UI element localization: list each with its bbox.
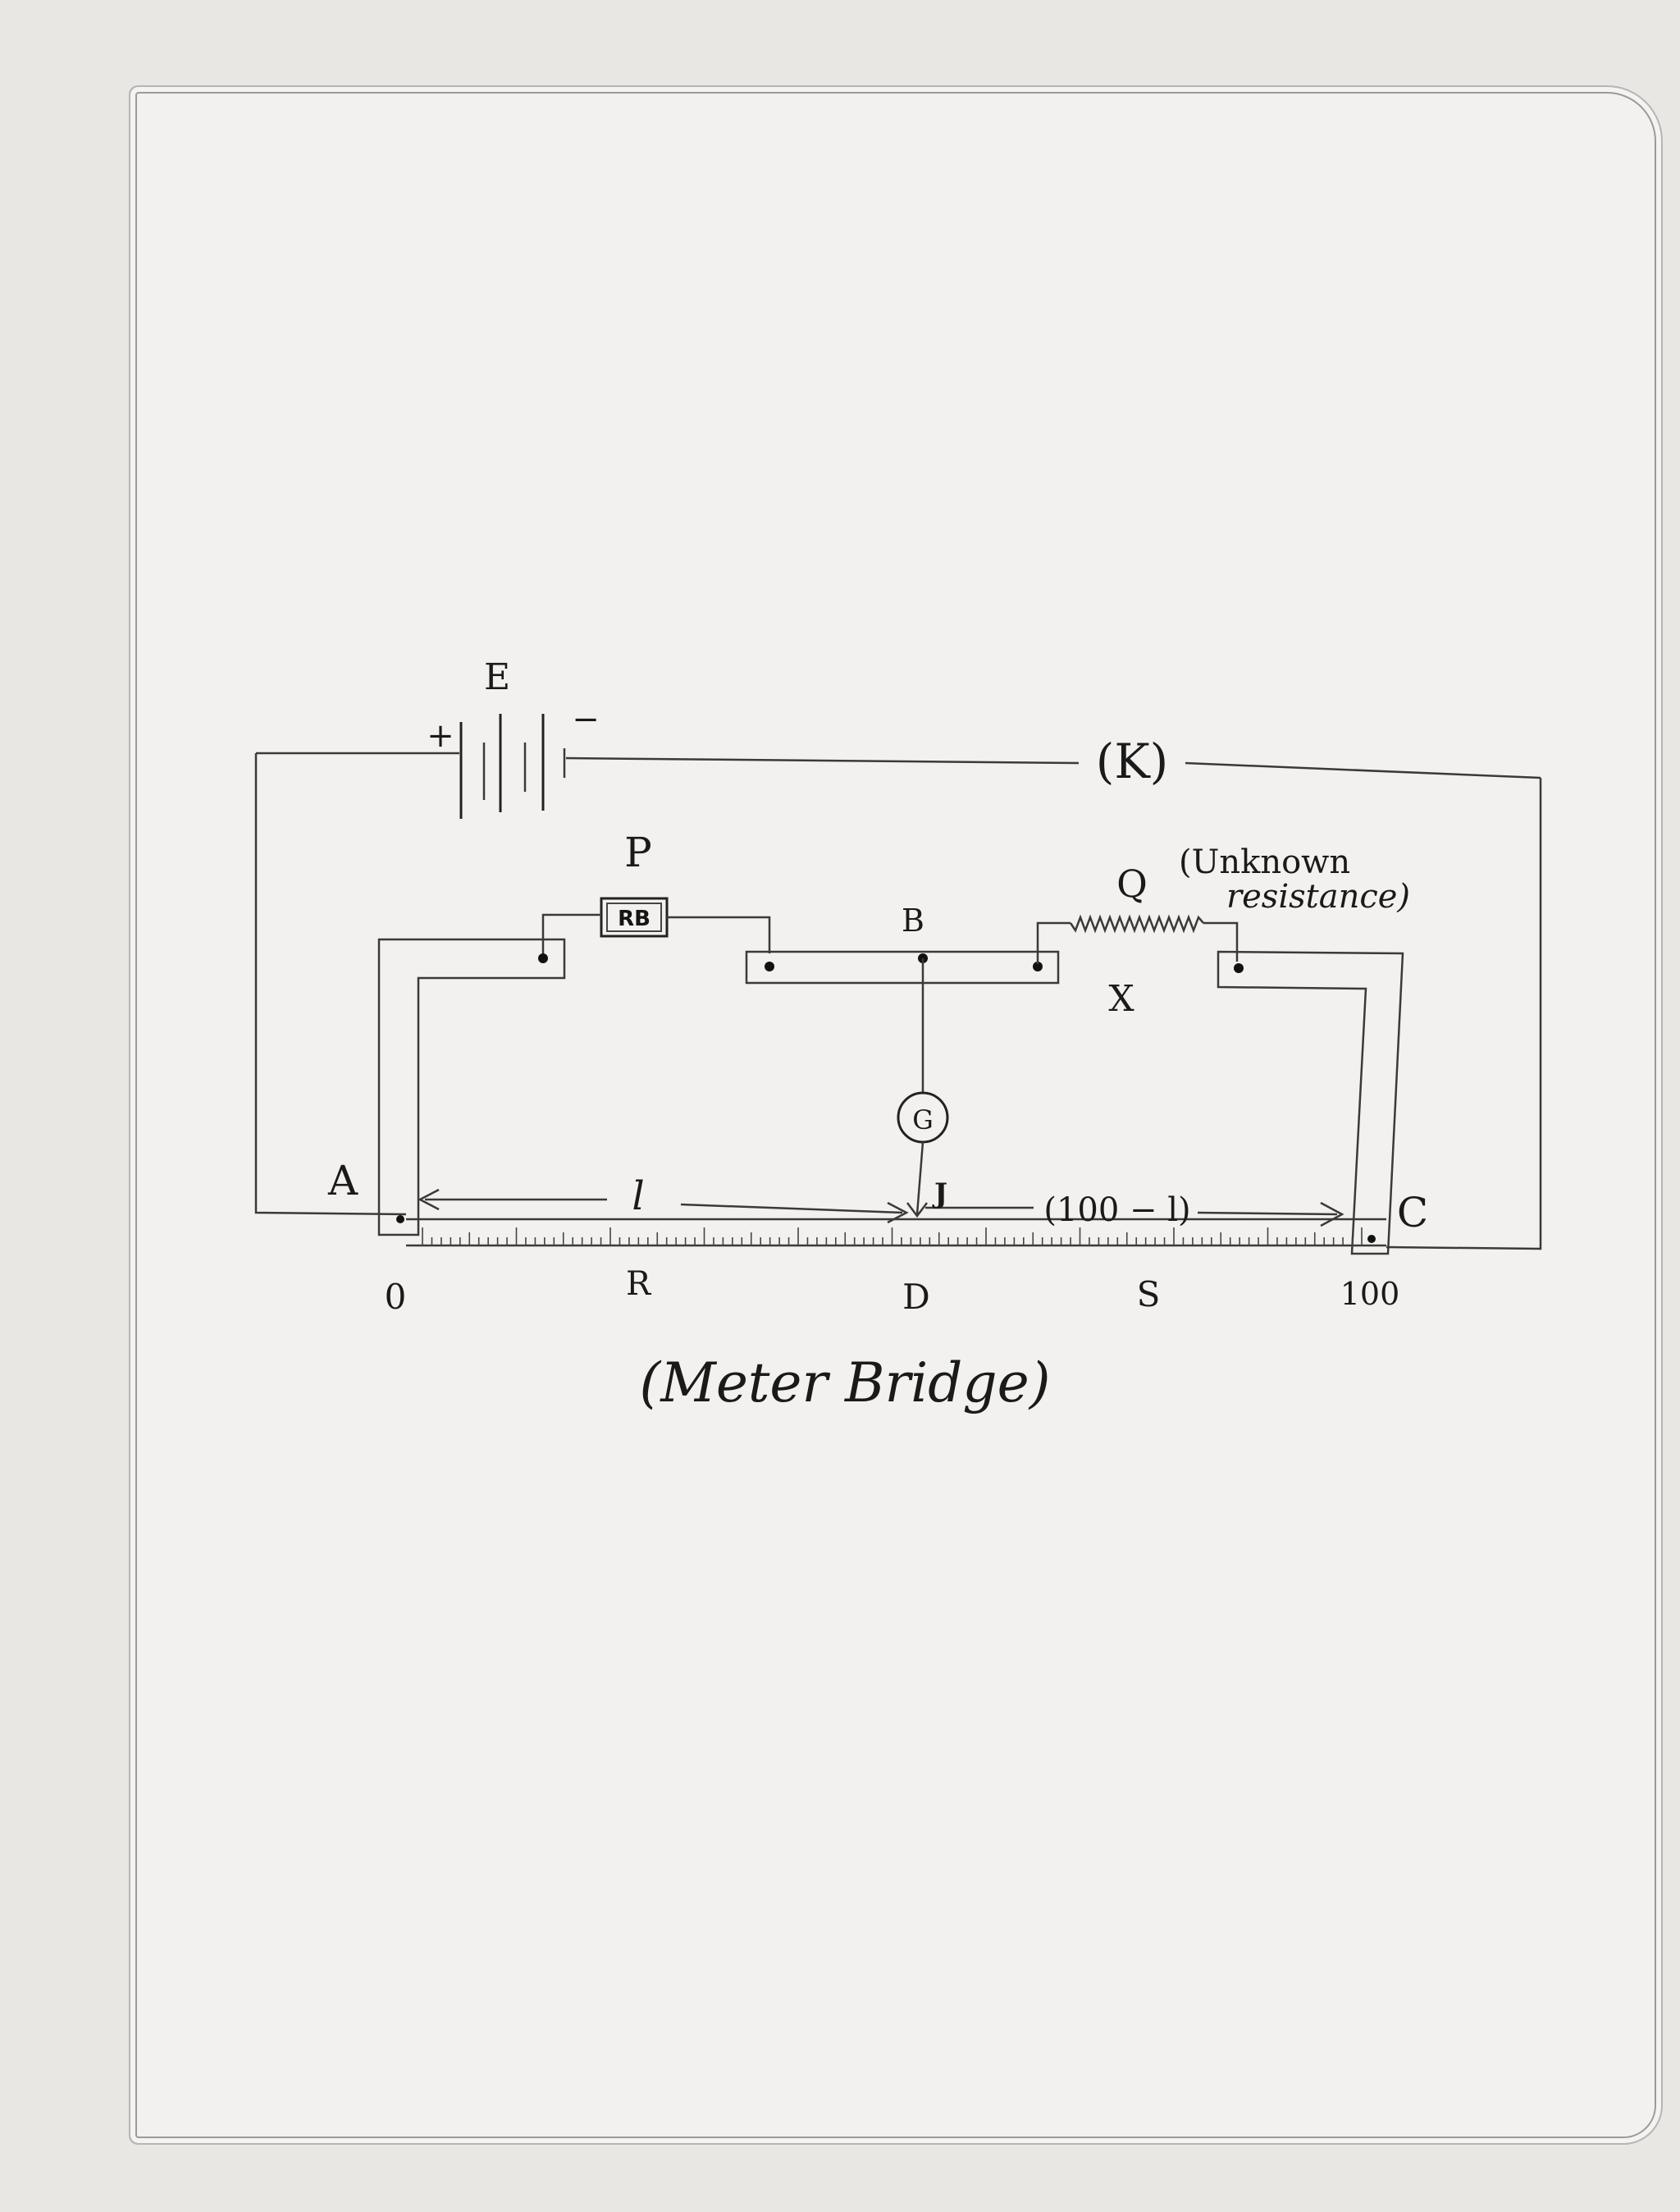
galvanometer-branch [897, 958, 949, 1218]
terminal-screws [538, 953, 1244, 973]
end-c-label: C [1397, 1189, 1428, 1236]
gap-x-label: X [1108, 978, 1134, 1020]
diagram-caption: (Meter Bridge) [640, 1351, 1051, 1414]
meter-scale [406, 1218, 1386, 1247]
unknown-resistance-note-line1: (Unknown [1179, 843, 1350, 881]
key-label: (K) [1096, 734, 1169, 789]
point-d-label: D [902, 1277, 930, 1317]
point-r-label: R [626, 1265, 652, 1303]
galvanometer-label: G [912, 1104, 934, 1136]
length-arrows [418, 1188, 1344, 1227]
length-remaining-label: (100 − l) [1043, 1191, 1190, 1229]
battery-minus-sign: − [572, 701, 600, 738]
node-b-label: B [902, 903, 924, 939]
copper-strips [377, 938, 1404, 1255]
length-l-label: l [632, 1173, 644, 1219]
unknown-resistor-icon [1036, 914, 1239, 964]
scale-ticks [422, 1227, 1363, 1245]
end-c-dot [1367, 1235, 1376, 1243]
end-a-dot [396, 1215, 404, 1223]
resistor-p-label: P [624, 829, 652, 876]
scale-hundred-label: 100 [1340, 1276, 1400, 1312]
notebook-page [135, 92, 1656, 2138]
scale-zero-label: 0 [385, 1277, 407, 1317]
battery-label: E [484, 656, 510, 698]
battery-plus-sign: + [427, 717, 454, 755]
resistance-box-label: RB [618, 907, 651, 931]
jockey-label: J [932, 1177, 947, 1210]
end-a-label: A [327, 1157, 358, 1204]
battery-circuit-wires [254, 752, 1542, 1250]
unknown-resistance-note-line2: resistance) [1226, 878, 1410, 916]
resistance-box [541, 897, 771, 956]
resistor-q-label: Q [1116, 861, 1148, 906]
point-s-label: S [1137, 1274, 1161, 1314]
battery-icon [459, 714, 566, 819]
